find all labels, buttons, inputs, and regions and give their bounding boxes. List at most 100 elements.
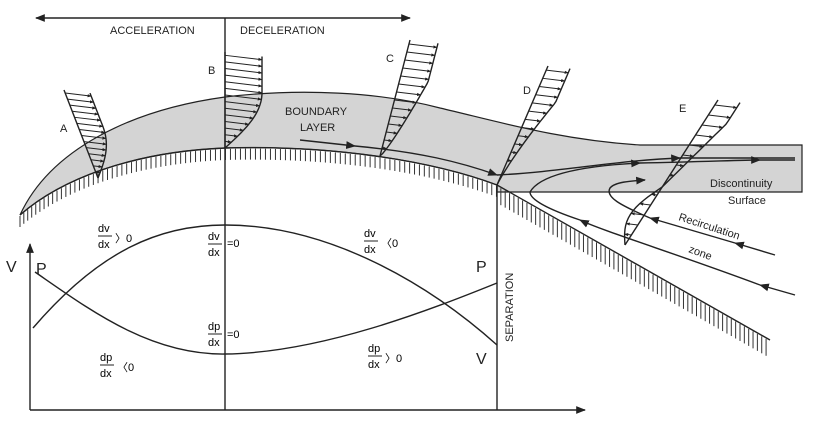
streamline: [496, 154, 681, 176]
velocity-arrow: [624, 233, 632, 237]
svg-text:〉0: 〉0: [385, 352, 402, 365]
velocity-arrow: [406, 51, 436, 57]
velocity-arrow: [396, 91, 422, 97]
velocity-arrow: [676, 163, 685, 168]
velocity-arrow: [224, 114, 254, 120]
velocity-arrow: [224, 140, 232, 144]
velocity-arrow: [625, 222, 638, 226]
velocity-arrow: [224, 101, 261, 107]
recirculation-label: Recirculation: [677, 211, 741, 242]
velocity-arrow: [701, 124, 724, 129]
streamline: [639, 156, 761, 164]
velocity-arrow: [388, 123, 403, 127]
recirculation-streamline: [759, 283, 796, 296]
velocity-arrow: [689, 144, 704, 148]
velocity-arrow: [83, 141, 107, 146]
profile-axis: [496, 65, 549, 186]
velocity-arrow: [224, 94, 262, 101]
velocity-arrow: [93, 164, 103, 169]
svg-text:dx: dx: [98, 239, 110, 251]
profile-label-b: B: [208, 65, 215, 77]
velocity-arrow: [639, 202, 651, 206]
velocity-arrow: [224, 81, 263, 88]
profile-axis: [63, 89, 99, 179]
profile-axis: [624, 99, 719, 246]
streamline: [354, 145, 498, 176]
boundary-layer-label: LAYER: [300, 122, 335, 134]
svg-text:〈0: 〈0: [381, 237, 398, 250]
dvdx-negative: dv dx 〈0: [364, 228, 398, 256]
velocity-arrow: [400, 75, 430, 81]
velocity-arrow: [532, 102, 554, 107]
pressure-curve: [34, 271, 498, 355]
p-axis-label: P: [36, 261, 47, 278]
svg-text:dv: dv: [98, 223, 110, 235]
boundary-layer-label: BOUNDARY: [285, 106, 348, 118]
velocity-arrow: [67, 98, 94, 104]
velocity-arrow: [81, 135, 107, 140]
recirculation-streamline: [734, 241, 776, 256]
velocity-arrow: [525, 118, 541, 123]
recirculation-streamline: [649, 216, 736, 244]
velocity-profiles: [63, 39, 741, 246]
svg-text:dp: dp: [368, 343, 380, 355]
wall-hatching: [19, 148, 767, 356]
velocity-arrow: [651, 193, 658, 197]
velocity-curve: [32, 224, 498, 346]
velocity-arrow: [695, 134, 714, 139]
velocity-arrow: [404, 59, 434, 65]
velocity-arrow: [224, 68, 263, 75]
profile-label-e: E: [679, 103, 686, 115]
svg-text:dx: dx: [208, 247, 220, 259]
acceleration-label: ACCELERATION: [110, 25, 195, 37]
velocity-arrow: [72, 110, 99, 116]
velocity-arrow: [408, 43, 438, 49]
recirculation-streamline: [579, 219, 761, 286]
velocity-arrow: [682, 154, 694, 158]
velocity-arrow: [514, 142, 523, 147]
velocity-arrow: [65, 92, 92, 98]
velocity-arrow: [708, 114, 731, 119]
velocity-arrow: [386, 131, 398, 135]
discontinuity-surface-label: Surface: [728, 195, 766, 207]
velocity-arrow: [392, 107, 412, 112]
velocity-arrow: [74, 116, 101, 122]
velocity-arrow: [76, 122, 104, 128]
svg-text:dx: dx: [208, 337, 220, 349]
velocity-arrow: [79, 128, 106, 134]
velocity-arrow: [224, 107, 258, 114]
v-axis-label: V: [6, 259, 17, 276]
velocity-arrow: [88, 153, 106, 157]
svg-text:dp: dp: [208, 321, 220, 333]
velocity-arrow: [224, 54, 263, 61]
recirculation-streamline: [608, 176, 651, 219]
velocity-arrow: [224, 127, 244, 132]
velocity-arrow: [384, 138, 393, 143]
v-end-label: V: [476, 351, 487, 368]
streamline: [529, 159, 641, 193]
velocity-arrow: [511, 150, 518, 155]
velocity-arrow: [224, 74, 263, 81]
velocity-arrow: [546, 69, 569, 74]
velocity-arrow: [224, 61, 263, 68]
velocity-arrow: [542, 77, 566, 83]
velocity-arrow: [402, 67, 432, 73]
velocity-arrow: [390, 115, 408, 120]
velocity-arrow: [539, 86, 562, 91]
velocity-arrow: [528, 110, 548, 115]
velocity-arrow: [382, 146, 388, 150]
recirculation-streamline: [529, 191, 581, 221]
velocity-arrow: [224, 87, 263, 95]
deceleration-label: DECELERATION: [240, 25, 325, 37]
velocity-arrow: [90, 159, 105, 163]
svg-text:dv: dv: [364, 228, 376, 240]
streamline: [299, 139, 356, 149]
p-end-label: P: [476, 259, 487, 276]
svg-text:dx: dx: [364, 244, 376, 256]
velocity-arrow: [69, 104, 97, 110]
discontinuity-surface-label: Discontinuity: [710, 178, 773, 190]
